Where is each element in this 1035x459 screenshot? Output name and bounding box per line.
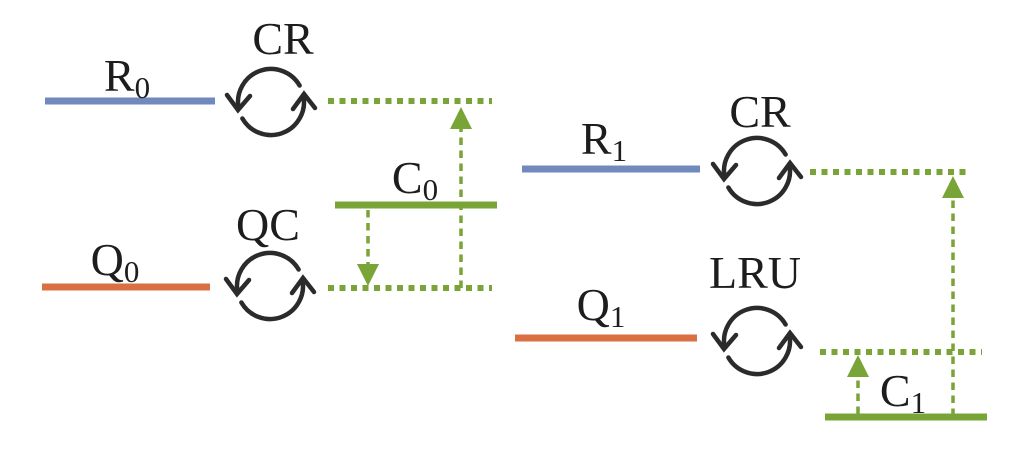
level-label-c0: C0 [391, 152, 439, 207]
transition-arrow-up-right-short [847, 355, 869, 414]
level-label-c1: C1 [879, 365, 927, 420]
transition-arrow-up-right-long [942, 176, 964, 416]
level-label-q0: Q0 [90, 234, 140, 289]
level-label-q1: Q1 [576, 279, 626, 334]
gate-label-cr-right: CR [729, 86, 791, 137]
cycle-arrows-icon-lru [713, 308, 801, 374]
level-label-r0: R0 [103, 50, 151, 105]
transition-arrow-up-left [450, 107, 472, 288]
gate-label-lru: LRU [709, 247, 801, 298]
transition-arrow-down-left [357, 210, 379, 286]
gate-label-cr-left: CR [252, 13, 314, 64]
cycle-arrows-icon-cr-left [227, 69, 315, 135]
cycle-arrows-icon-qc [226, 253, 314, 319]
gate-label-qc: QC [236, 199, 300, 250]
level-label-r1: R1 [580, 113, 628, 168]
cycle-arrows-icon-cr-right [713, 138, 801, 204]
